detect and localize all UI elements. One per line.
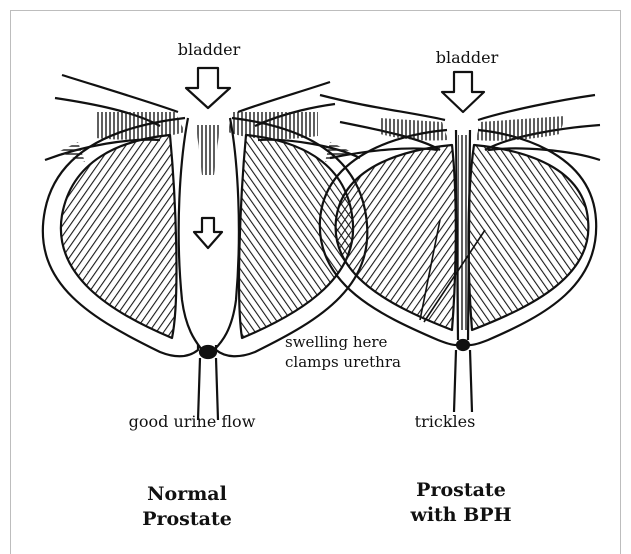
bph-annotation-line-2: clamps urethra [285,352,401,372]
bph-title-line-1: Prostate [410,478,511,503]
bph-flow-label: trickles [415,412,476,431]
bph-title: Prostate with BPH [410,478,511,528]
left-lobe [61,135,177,338]
normal-title: Normal Prostate [142,482,232,532]
bph-bladder-arrow [442,72,484,112]
bladder-wall-left [62,75,178,112]
normal-bladder-label: bladder [178,40,241,59]
bph-bladder-label: bladder [436,48,499,67]
bph-bladder-hatch-right [476,116,565,141]
normal-flow-label: good urine flow [129,412,256,431]
bph-bladder-hatch-left [380,118,448,141]
bladder-arrow [186,68,230,108]
bph-annotation-line-1: swelling here [285,332,401,352]
bph-right-lobe [469,145,589,330]
flow-arrow [194,218,222,248]
normal-title-line-2: Prostate [142,507,232,532]
bph-title-line-2: with BPH [410,503,511,528]
bph-annotation: swelling here clamps urethra [285,332,401,372]
normal-title-line-1: Normal [142,482,232,507]
